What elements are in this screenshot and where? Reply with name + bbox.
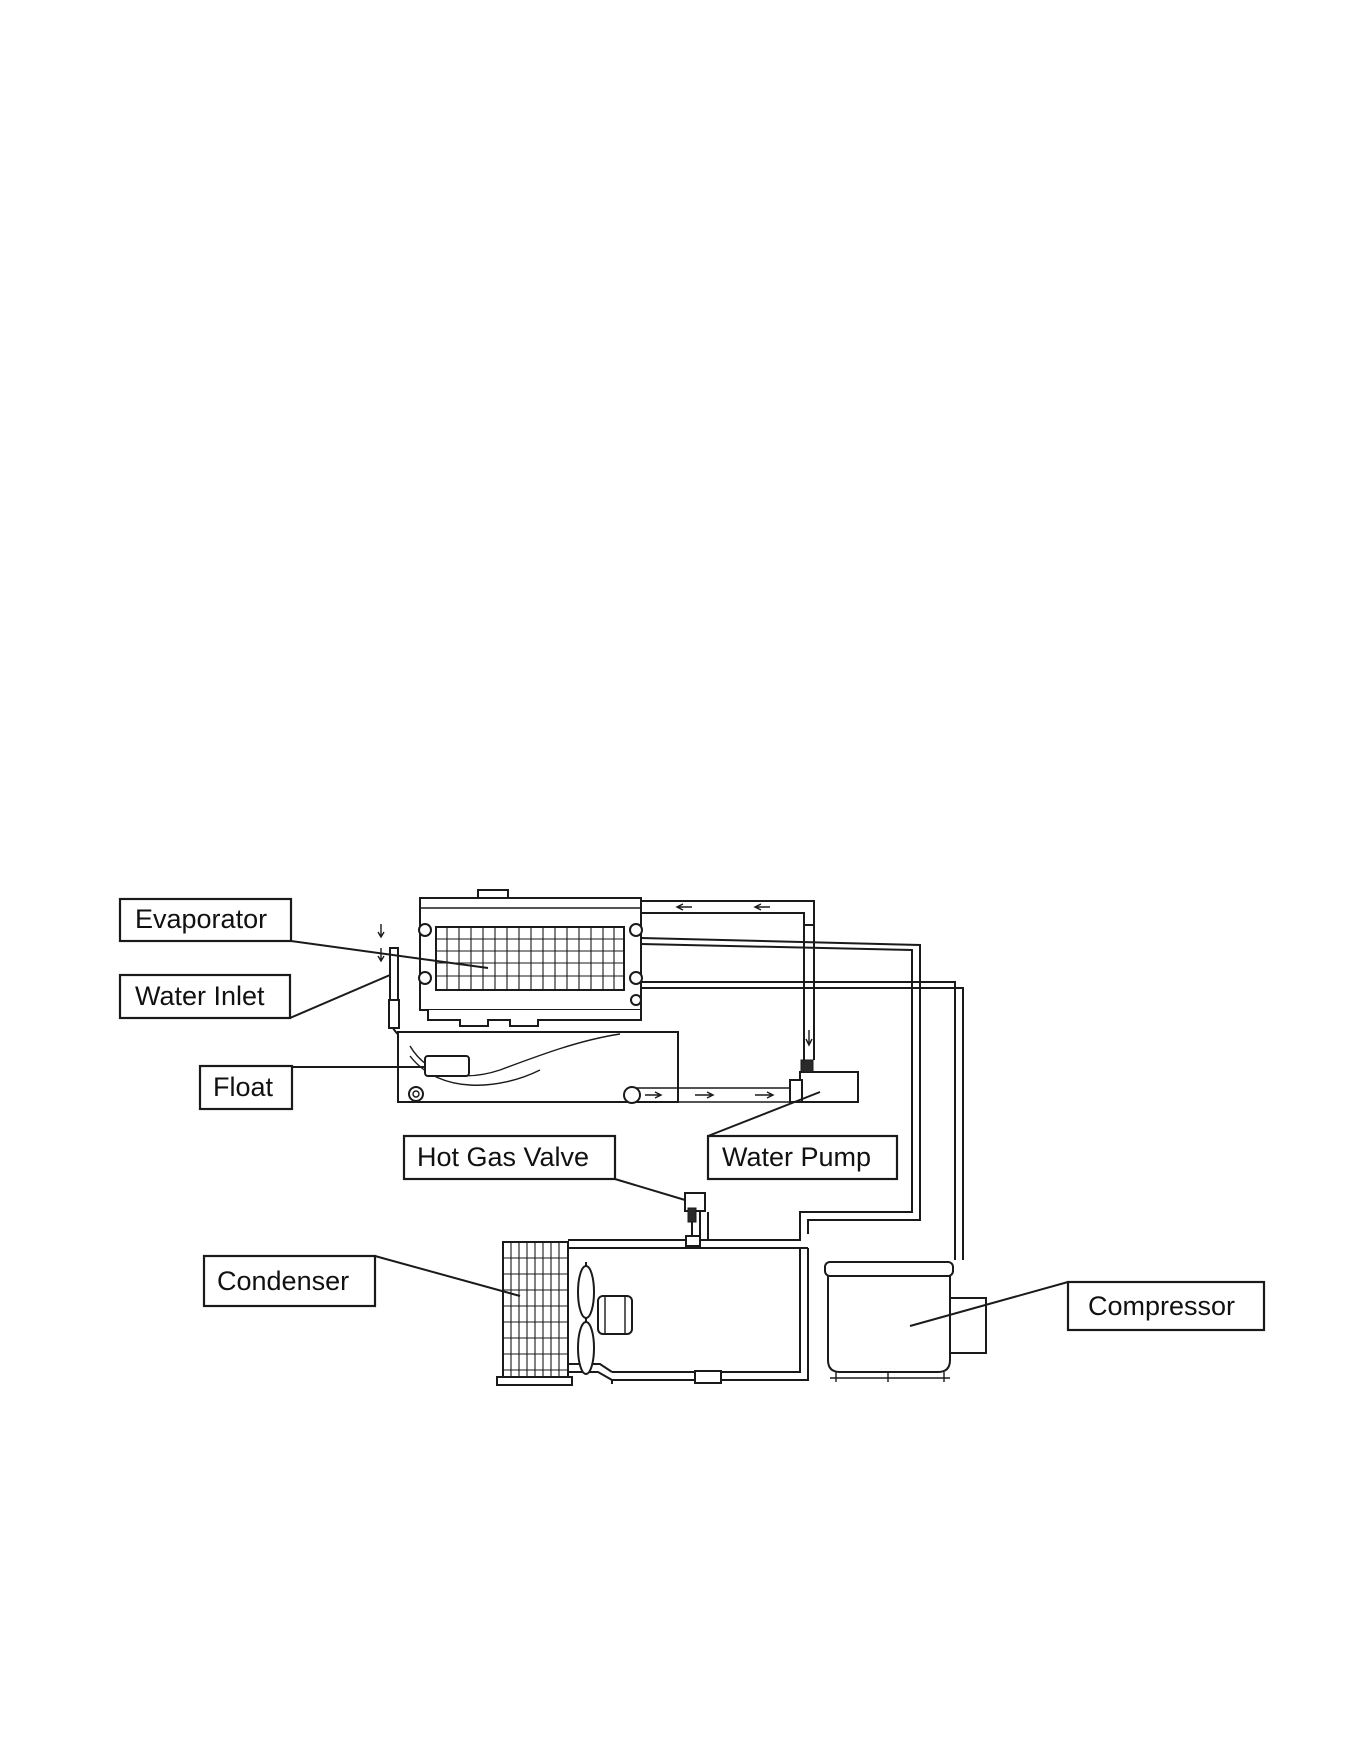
compressor-unit xyxy=(825,1262,986,1382)
svg-text:Condenser: Condenser xyxy=(217,1266,349,1296)
svg-text:Water Inlet: Water Inlet xyxy=(135,981,265,1011)
svg-text:Hot Gas Valve: Hot Gas Valve xyxy=(417,1142,589,1172)
label-water-pump: Water Pump xyxy=(708,1092,897,1179)
condenser-fan xyxy=(578,1262,594,1374)
float-body xyxy=(425,1056,469,1076)
label-float: Float xyxy=(200,1066,425,1109)
svg-text:Compressor: Compressor xyxy=(1088,1291,1235,1321)
condenser-unit xyxy=(497,1242,632,1385)
svg-text:Evaporator: Evaporator xyxy=(135,904,267,934)
evaporator-unit xyxy=(419,890,642,1026)
hot-gas-valve xyxy=(685,1193,705,1246)
filter-drier xyxy=(695,1371,721,1383)
svg-text:Water Pump: Water Pump xyxy=(722,1142,871,1172)
fan-motor xyxy=(598,1296,632,1334)
water-pump xyxy=(790,1060,858,1102)
label-water-inlet: Water Inlet xyxy=(120,975,390,1018)
label-hot-gas-valve: Hot Gas Valve xyxy=(404,1136,685,1200)
svg-text:Float: Float xyxy=(213,1072,274,1102)
water-tray xyxy=(398,1032,790,1103)
label-condenser: Condenser xyxy=(204,1256,520,1306)
